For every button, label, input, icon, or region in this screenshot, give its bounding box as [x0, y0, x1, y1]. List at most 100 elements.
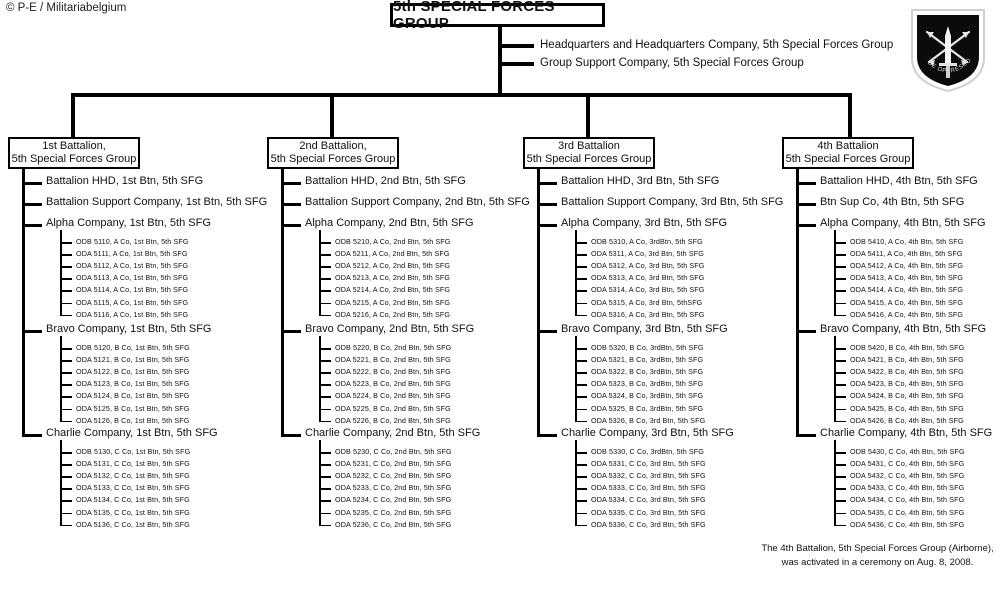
- team-label[interactable]: ODB 5130, C Co, 1st Btn, 5th SFG: [76, 447, 191, 456]
- team-label[interactable]: ODA 5326, B Co, 3rd Btn, 5th SFG: [591, 415, 706, 425]
- team-label[interactable]: ODA 5234, C Co, 2nd Btn, 5th SFG: [335, 495, 452, 505]
- team-label[interactable]: ODA 5323, B Co, 3rdBtn, 5th SFG: [591, 379, 704, 389]
- team-label[interactable]: ODA 5216, A Co, 2nd Btn, 5th SFG: [335, 309, 451, 319]
- team-label[interactable]: ODA 5114, A Co, 1st Btn, 5th SFG: [76, 285, 189, 295]
- company-label[interactable]: Alpha Company, 4th Btn, 5th SFG: [820, 217, 986, 229]
- team-label[interactable]: ODA 5313, A Co, 3rd Btn, 5th SFG: [591, 273, 705, 283]
- team-label[interactable]: ODA 5222, B Co, 2nd Btn, 5th SFG: [335, 367, 451, 377]
- team-label[interactable]: ODA 5133, C Co, 1st Btn, 5th SFG: [76, 483, 190, 493]
- team-label[interactable]: ODA 5416, A Co, 4th Btn, 5th SFG: [850, 309, 964, 319]
- team-label[interactable]: ODA 5424, B Co, 4th Btn, 5th SFG: [850, 391, 964, 401]
- team-label[interactable]: ODA 5413, A Co, 4th Btn, 5th SFG: [850, 273, 964, 283]
- team-label[interactable]: ODA 5335, C Co, 3rd Btn, 5th SFG: [591, 507, 706, 517]
- team-label[interactable]: ODA 5333, C Co, 3rd Btn, 5th SFG: [591, 483, 706, 493]
- company-label[interactable]: Bravo Company, 2nd Btn, 5th SFG: [305, 323, 475, 335]
- team-label[interactable]: ODA 5334, C Co, 3rd Btn, 5th SFG: [591, 495, 706, 505]
- company-label[interactable]: Alpha Company, 2nd Btn, 5th SFG: [305, 217, 474, 229]
- team-label[interactable]: ODA 5231, C Co, 2nd Btn, 5th SFG: [335, 459, 452, 469]
- team-label[interactable]: ODA 5322, B Co, 3rdBtn, 5th SFG: [591, 367, 704, 377]
- team-label[interactable]: ODB 5330, C Co, 3rdBtn, 5th SFG: [591, 447, 704, 456]
- team-label[interactable]: ODA 5431, C Co, 4th Btn, 5th SFG: [850, 459, 965, 469]
- team-label[interactable]: ODA 5214, A Co, 2nd Btn, 5th SFG: [335, 285, 451, 295]
- company-label[interactable]: Bravo Company, 3rd Btn, 5th SFG: [561, 323, 728, 335]
- team-label[interactable]: ODA 5225, B Co, 2nd Btn, 5th SFG: [335, 403, 451, 413]
- team-label[interactable]: ODA 5134, C Co, 1st Btn, 5th SFG: [76, 495, 190, 505]
- company-label[interactable]: Charlie Company, 2nd Btn, 5th SFG: [305, 427, 481, 439]
- team-label[interactable]: ODA 5213, A Co, 2nd Btn, 5th SFG: [335, 273, 451, 283]
- company-label[interactable]: Bravo Company, 4th Btn, 5th SFG: [820, 323, 987, 335]
- team-label[interactable]: ODA 5332, C Co, 3rd Btn, 5th SFG: [591, 471, 706, 481]
- team-label[interactable]: ODA 5125, B Co, 1st Btn, 5th SFG: [76, 403, 190, 413]
- team-label[interactable]: ODA 5423, B Co, 4th Btn, 5th SFG: [850, 379, 964, 389]
- team-label[interactable]: ODA 5312, A Co, 3rd Btn, 5th SFG: [591, 261, 705, 271]
- team-label[interactable]: ODB 5120, B Co, 1st Btn, 5th SFG: [76, 343, 190, 352]
- team-label[interactable]: ODA 5315, A Co, 3rd Btn, 5thSFG: [591, 297, 703, 307]
- team-label[interactable]: ODA 5415, A Co, 4th Btn, 5th SFG: [850, 297, 964, 307]
- team-label[interactable]: ODA 5316, A Co, 3rd Btn, 5th SFG: [591, 309, 705, 319]
- team-label[interactable]: ODA 5324, B Co, 3rdBtn, 5th SFG: [591, 391, 704, 401]
- team-label[interactable]: ODB 5420, B Co, 4th Btn, 5th SFG: [850, 343, 965, 352]
- team-label[interactable]: ODA 5411, A Co, 4th Btn, 5th SFG: [850, 249, 963, 259]
- team-label[interactable]: ODA 5223, B Co, 2nd Btn, 5th SFG: [335, 379, 451, 389]
- team-label[interactable]: ODB 5230, C Co, 2nd Btn, 5th SFG: [335, 447, 452, 456]
- team-label[interactable]: ODA 5314, A Co, 3rd Btn, 5th SFG: [591, 285, 705, 295]
- team-label[interactable]: ODB 5410, A Co, 4th Btn, 5th SFG: [850, 237, 964, 246]
- team-label[interactable]: ODA 5226, B Co, 2nd Btn, 5th SFG: [335, 415, 451, 425]
- team-label[interactable]: ODA 5412, A Co, 4th Btn, 5th SFG: [850, 261, 964, 271]
- team-label[interactable]: ODA 5123, B Co, 1st Btn, 5th SFG: [76, 379, 190, 389]
- team-label[interactable]: ODA 5434, C Co, 4th Btn, 5th SFG: [850, 495, 965, 505]
- company-label[interactable]: Charlie Company, 4th Btn, 5th SFG: [820, 427, 993, 439]
- team-label[interactable]: ODA 5232, C Co, 2nd Btn, 5th SFG: [335, 471, 452, 481]
- team-label[interactable]: ODB 5110, A Co, 1st Btn, 5th SFG: [76, 237, 189, 246]
- team-label[interactable]: ODA 5115, A Co, 1st Btn, 5th SFG: [76, 297, 189, 307]
- team-label[interactable]: ODA 5426, B Co, 4th Btn, 5th SFG: [850, 415, 964, 425]
- team-label[interactable]: ODA 5311, A Co, 3rd Btn, 5th SFG: [591, 249, 704, 259]
- team-label[interactable]: ODA 5235, C Co, 2nd Btn, 5th SFG: [335, 507, 452, 517]
- team-label[interactable]: ODA 5414, A Co, 4th Btn, 5th SFG: [850, 285, 964, 295]
- company-label[interactable]: Charlie Company, 1st Btn, 5th SFG: [46, 427, 218, 439]
- team-label[interactable]: ODA 5112, A Co, 1st Btn, 5th SFG: [76, 261, 189, 271]
- company-label[interactable]: Charlie Company, 3rd Btn, 5th SFG: [561, 427, 734, 439]
- team-label[interactable]: ODA 5325, B Co, 3rdBtn, 5th SFG: [591, 403, 704, 413]
- company-label[interactable]: Alpha Company, 1st Btn, 5th SFG: [46, 217, 211, 229]
- battalion-box-1[interactable]: 1st Battalion,5th Special Forces Group: [8, 137, 140, 169]
- team-label[interactable]: ODA 5422, B Co, 4th Btn, 5th SFG: [850, 367, 964, 377]
- team-label[interactable]: ODB 5210, A Co, 2nd Btn, 5th SFG: [335, 237, 451, 246]
- team-label[interactable]: ODA 5435, C Co, 4th Btn, 5th SFG: [850, 507, 965, 517]
- team-label[interactable]: ODA 5436, C Co, 4th Btn, 5th SFG: [850, 519, 965, 529]
- team-label[interactable]: ODA 5233, C Co, 2nd Btn, 5th SFG: [335, 483, 452, 493]
- team-label[interactable]: ODA 5136, C Co, 1st Btn, 5th SFG: [76, 519, 190, 529]
- team-label[interactable]: ODA 5331, C Co, 3rd Btn, 5th SFG: [591, 459, 706, 469]
- team-label[interactable]: ODA 5211, A Co, 2nd Btn, 5th SFG: [335, 249, 450, 259]
- team-label[interactable]: ODA 5221, B Co, 2nd Btn, 5th SFG: [335, 355, 451, 365]
- team-label[interactable]: ODB 5310, A Co, 3rdBtn, 5th SFG: [591, 237, 703, 246]
- team-label[interactable]: ODA 5121, B Co, 1st Btn, 5th SFG: [76, 355, 190, 365]
- team-label[interactable]: ODA 5113, A Co, 1st Btn, 5th SFG: [76, 273, 189, 283]
- team-label[interactable]: ODA 5122, B Co, 1st Btn, 5th SFG: [76, 367, 190, 377]
- team-label[interactable]: ODA 5126, B Co, 1st Btn, 5th SFG: [76, 415, 190, 425]
- team-label[interactable]: ODB 5430, C Co, 4th Btn, 5th SFG: [850, 447, 965, 456]
- team-label[interactable]: ODA 5131, C Co, 1st Btn, 5th SFG: [76, 459, 190, 469]
- team-label[interactable]: ODA 5124, B Co, 1st Btn, 5th SFG: [76, 391, 190, 401]
- company-label[interactable]: Alpha Company, 3rd Btn, 5th SFG: [561, 217, 728, 229]
- team-label[interactable]: ODA 5336, C Co, 3rd Btn, 5th SFG: [591, 519, 706, 529]
- team-label[interactable]: ODA 5433, C Co, 4th Btn, 5th SFG: [850, 483, 965, 493]
- team-label[interactable]: ODA 5116, A Co, 1st Btn, 5th SFG: [76, 309, 189, 319]
- team-label[interactable]: ODA 5212, A Co, 2nd Btn, 5th SFG: [335, 261, 451, 271]
- team-label[interactable]: ODA 5111, A Co, 1st Btn, 5th SFG: [76, 249, 188, 259]
- team-label[interactable]: ODA 5236, C Co, 2nd Btn, 5th SFG: [335, 519, 452, 529]
- team-label[interactable]: ODA 5321, B Co, 3rdBtn, 5th SFG: [591, 355, 704, 365]
- team-label[interactable]: ODA 5432, C Co, 4th Btn, 5th SFG: [850, 471, 965, 481]
- team-label[interactable]: ODA 5215, A Co, 2nd Btn, 5th SFG: [335, 297, 451, 307]
- team-label[interactable]: ODA 5421, B Co, 4th Btn, 5th SFG: [850, 355, 964, 365]
- team-label[interactable]: ODA 5132, C Co, 1st Btn, 5th SFG: [76, 471, 190, 481]
- team-label[interactable]: ODA 5425, B Co, 4th Btn, 5th SFG: [850, 403, 964, 413]
- team-label[interactable]: ODA 5135, C Co, 1st Btn, 5th SFG: [76, 507, 190, 517]
- battalion-box-2[interactable]: 2nd Battalion,5th Special Forces Group: [267, 137, 399, 169]
- team-label[interactable]: ODB 5320, B Co, 3rdBtn, 5th SFG: [591, 343, 704, 352]
- company-label[interactable]: Bravo Company, 1st Btn, 5th SFG: [46, 323, 212, 335]
- team-label[interactable]: ODA 5224, B Co, 2nd Btn, 5th SFG: [335, 391, 451, 401]
- team-label[interactable]: ODB 5220, B Co, 2nd Btn, 5th SFG: [335, 343, 452, 352]
